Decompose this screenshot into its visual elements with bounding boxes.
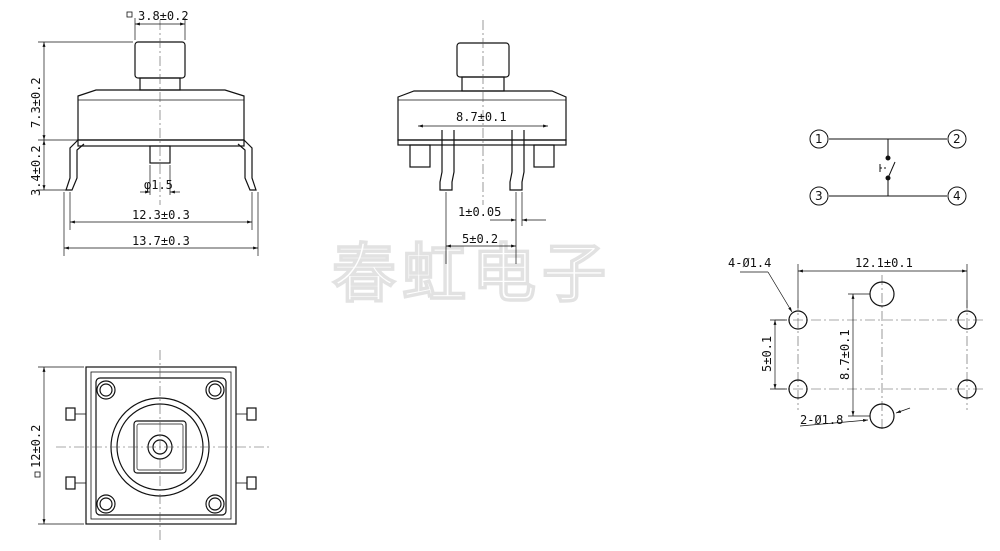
dim-total-height: 7.3±0.2 [29,77,43,128]
dim-body-size: 12±0.2 [29,425,43,468]
side-view-dimensions [418,124,548,264]
dim-post-diameter: φ1.5 [144,178,173,192]
dim-footprint-width: 12.1±0.1 [855,256,913,270]
dim-side-pin-pitch: 5±0.2 [462,232,498,246]
front-view-dimensions [38,18,259,256]
top-view-dimensions [38,366,84,525]
side-view [397,20,567,205]
pin-2-circle [947,129,967,149]
square-symbol-icon [126,11,133,18]
hole-small [788,310,808,330]
pin-4-circle [947,186,967,206]
dim-big-holes: 2-Ø1.8 [800,413,843,427]
top-tab-lb [65,476,76,490]
dim-small-holes: 4-Ø1.4 [728,256,771,270]
hole-small [788,379,808,399]
dim-pitch-short: 5±0.1 [760,336,774,372]
top-tab-lt [65,407,76,421]
dim-cap-width: 3.8±0.2 [138,9,189,23]
hole-small [957,310,977,330]
hole-small [957,379,977,399]
dim-inner-span: 12.3±0.3 [132,208,190,222]
front-view [65,20,257,205]
footprint-dimensions [740,264,968,427]
top-body-inner [95,377,227,516]
dim-side-pin-width: 1±0.05 [458,205,501,219]
side-pin-left [439,130,455,191]
dim-side-pin-span: 8.7±0.1 [456,110,507,124]
pin-3-circle [809,186,829,206]
dim-leg-height: 3.4±0.2 [29,145,43,196]
side-post-left [409,144,431,168]
pin-2-label: 2 [953,132,961,146]
top-view [56,350,270,540]
top-body-outer [85,366,237,525]
front-base [77,139,245,147]
pin-4-label: 4 [953,189,961,203]
dim-pitch-long: 8.7±0.1 [838,329,852,380]
side-base [397,139,567,146]
top-tab-rb [246,476,257,490]
pin-1-label: 1 [815,132,823,146]
dim-outer-span: 13.7±0.3 [132,234,190,248]
front-right-leg [237,139,257,191]
pin-3-label: 3 [815,189,823,203]
top-tab-rt [246,407,257,421]
front-left-leg [65,139,85,191]
pcb-footprint [775,275,985,430]
pin-1-circle [809,129,829,149]
front-body [77,89,245,141]
square-symbol-icon [34,471,41,478]
watermark-text: 春虹电子 [332,237,612,312]
side-pin-right [509,130,525,191]
switch-schematic [809,129,967,206]
side-post-right [533,144,555,168]
